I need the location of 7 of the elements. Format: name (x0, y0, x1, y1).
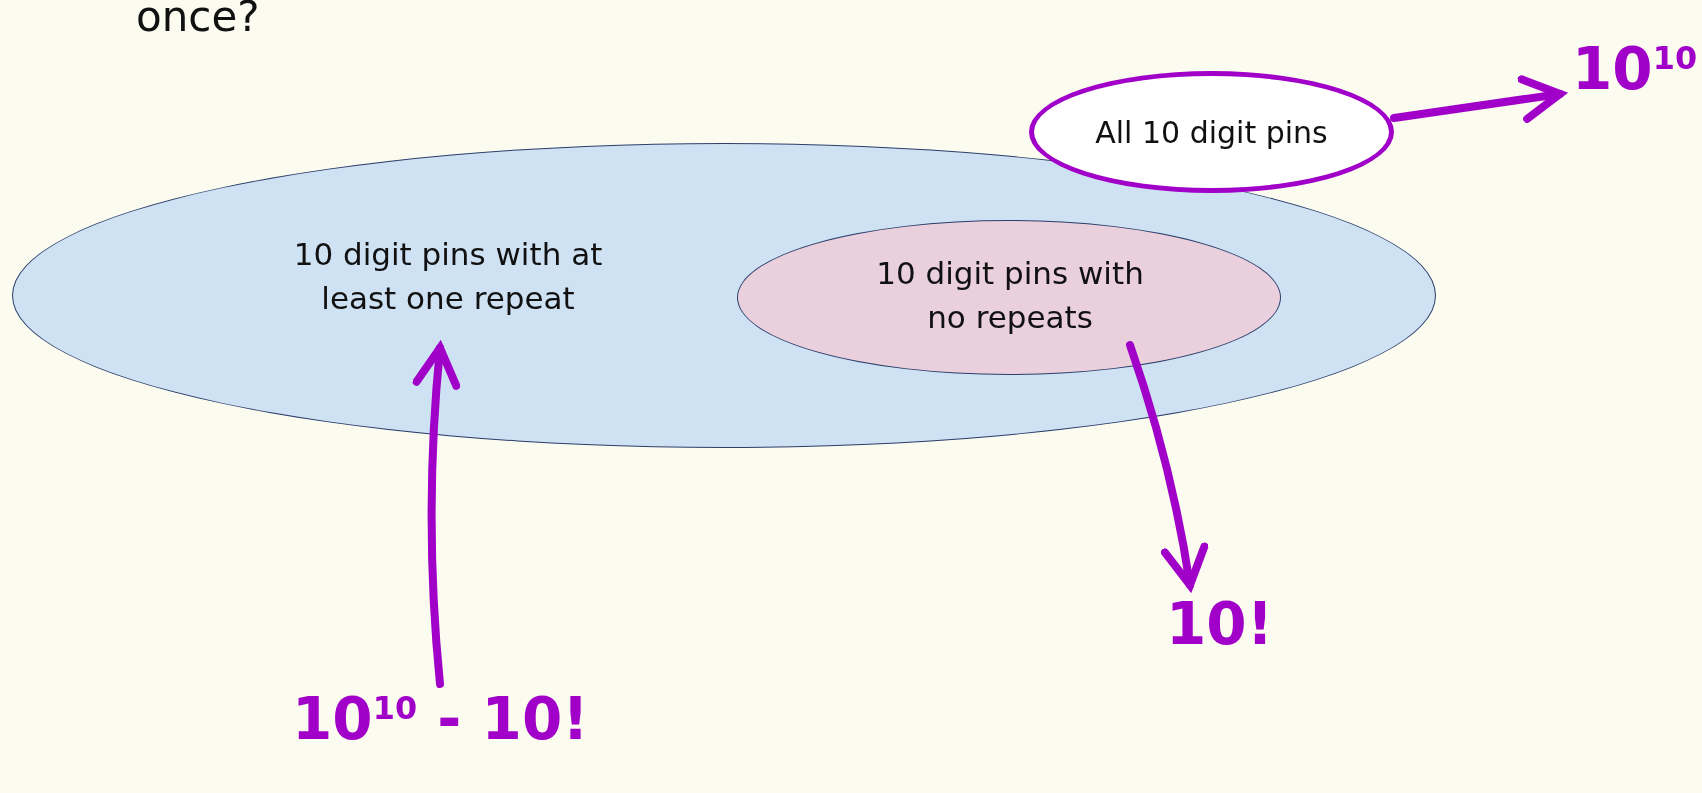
handwritten-count: 10$^{10}$ - 10! (292, 690, 589, 748)
circled-label: All 10 digit pins (1029, 71, 1394, 193)
question-text: once? (136, 0, 260, 41)
set-label: 10 digit pins with at least one repeat (292, 235, 604, 318)
handwritten-count: 10$^{10}$ (1572, 40, 1698, 98)
set-label: 10 digit pins with no repeats (875, 254, 1145, 337)
handwritten-count: 10! (1166, 595, 1274, 653)
